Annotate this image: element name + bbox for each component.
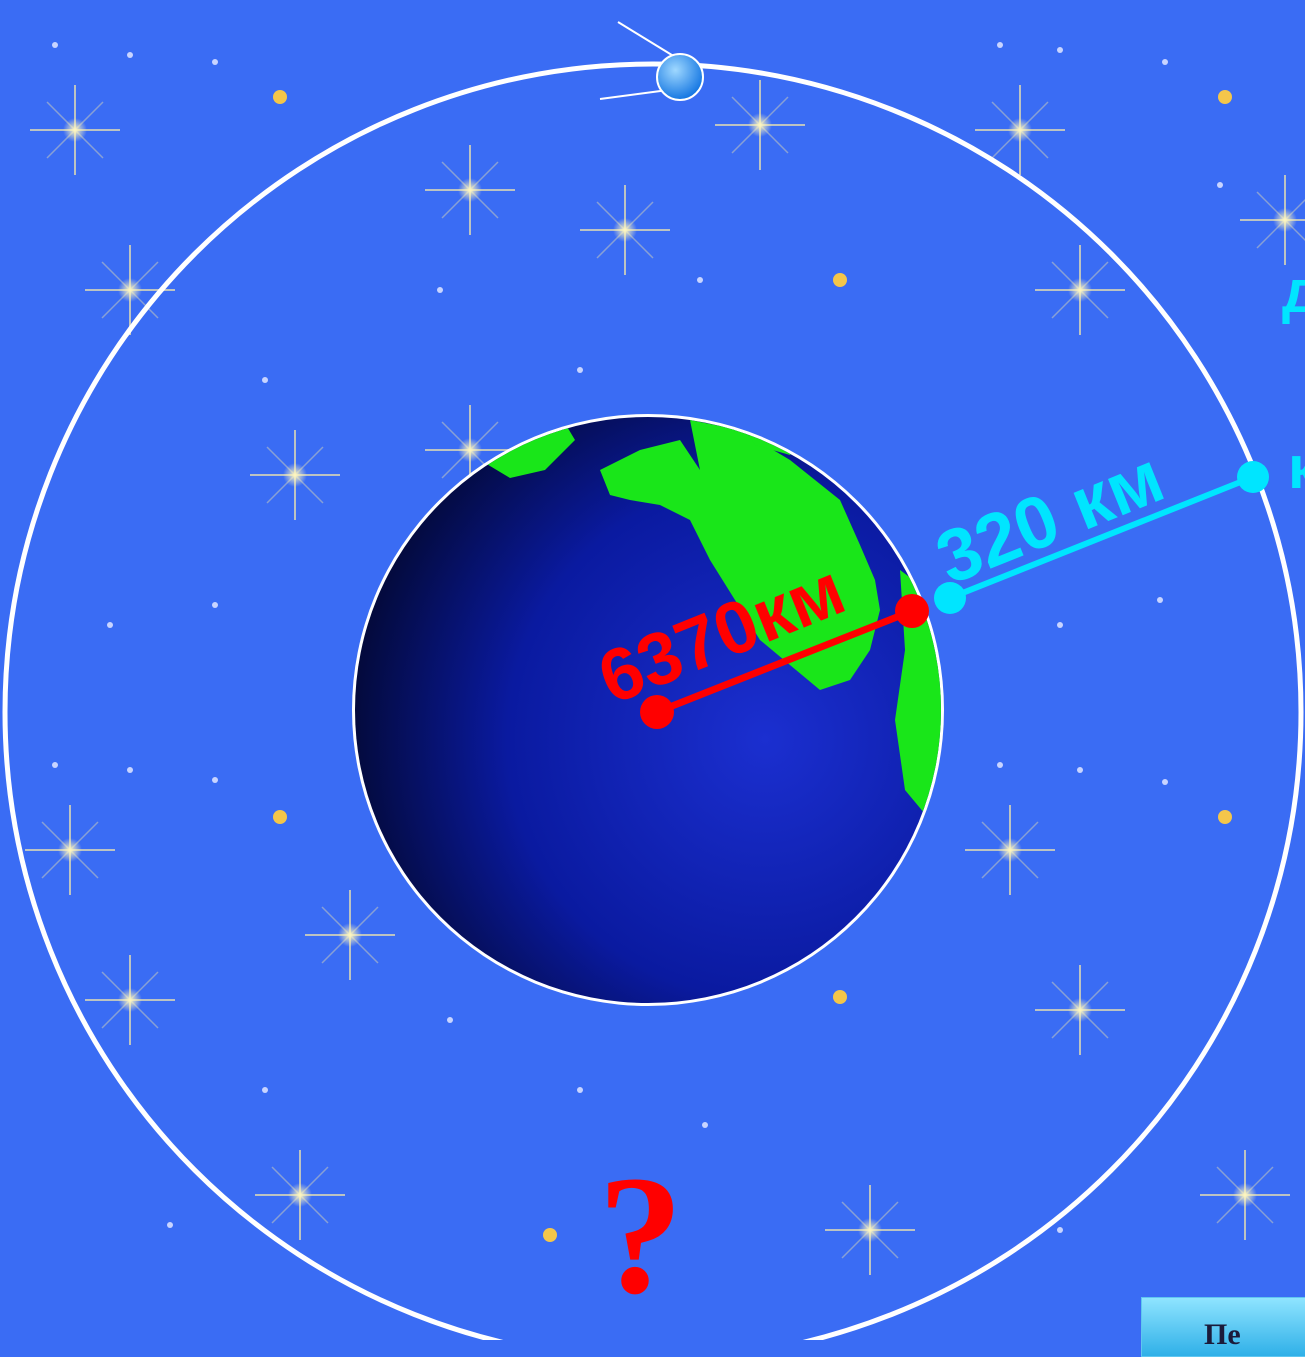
star-icon (702, 1122, 708, 1128)
star-icon (997, 42, 1003, 48)
star-icon (212, 777, 218, 783)
star-icon (577, 367, 583, 373)
star-icon (447, 1017, 453, 1023)
starfield (24, 42, 1305, 1276)
star-icon (833, 273, 847, 287)
star-icon (1162, 779, 1168, 785)
star-icon (833, 990, 847, 1004)
star-icon (714, 79, 806, 171)
star-icon (304, 889, 396, 981)
star-icon (1057, 1227, 1063, 1233)
star-icon (824, 1184, 916, 1276)
satellite-orbit (2, 61, 1304, 1340)
star-icon (107, 622, 113, 628)
star-icon (84, 954, 176, 1046)
star-icon (52, 762, 58, 768)
star-icon (1034, 964, 1126, 1056)
star-icon (1218, 90, 1232, 104)
star-icon (127, 52, 133, 58)
star-icon (1057, 622, 1063, 628)
altitude-label: 320 км (925, 435, 1175, 600)
star-icon (1239, 174, 1305, 266)
star-icon (543, 1228, 557, 1242)
star-icon (1077, 767, 1083, 773)
star-icon (262, 377, 268, 383)
star-icon (997, 762, 1003, 768)
question-mark: ? (598, 1141, 683, 1329)
star-icon (577, 1087, 583, 1093)
star-icon (1157, 597, 1163, 603)
altitude-start-dot (934, 582, 966, 614)
star-icon (254, 1149, 346, 1241)
star-icon (579, 184, 671, 276)
star-icon (1034, 244, 1126, 336)
satellite-icon (599, 21, 704, 101)
star-icon (964, 804, 1056, 896)
star-icon (437, 287, 443, 293)
next-button[interactable]: Пе (1141, 1297, 1305, 1357)
star-icon (249, 429, 341, 521)
star-icon (273, 90, 287, 104)
earth-center-dot (640, 695, 674, 729)
star-icon (1199, 1149, 1291, 1241)
earth-surface-dot (895, 594, 929, 628)
star-icon (1217, 182, 1223, 188)
star-icon (24, 804, 116, 896)
star-icon (167, 1222, 173, 1228)
star-icon (1162, 59, 1168, 65)
star-icon (1218, 810, 1232, 824)
earth-radius-segment (640, 594, 929, 729)
cropped-text-middle: к (1288, 434, 1305, 501)
star-icon (424, 144, 516, 236)
star-icon (29, 84, 121, 176)
orbit-altitude-segment (934, 461, 1269, 614)
altitude-end-dot (1237, 461, 1269, 493)
star-icon (1057, 47, 1063, 53)
star-icon (273, 810, 287, 824)
star-icon (212, 59, 218, 65)
cropped-text-upper: д (1282, 258, 1305, 325)
star-icon (212, 602, 218, 608)
star-icon (262, 1087, 268, 1093)
star-icon (974, 84, 1066, 176)
star-icon (697, 277, 703, 283)
star-icon (52, 42, 58, 48)
star-icon (127, 767, 133, 773)
